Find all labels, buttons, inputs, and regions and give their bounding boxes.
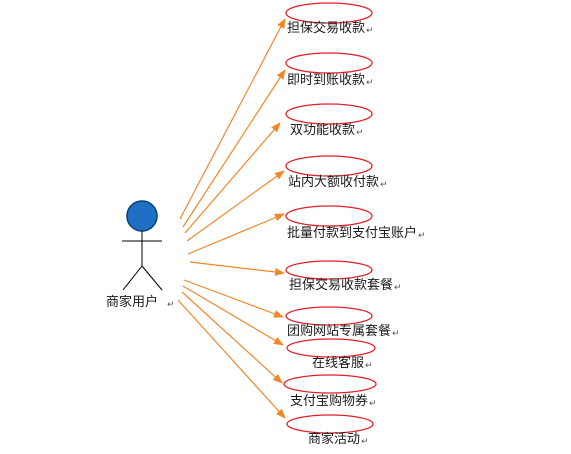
use-case: 团购网站专属套餐↵ (285, 306, 400, 339)
paragraph-mark: ↵ (394, 283, 402, 293)
use-case-ellipse (285, 2, 373, 24)
use-case: 担保交易收款↵ (285, 2, 374, 36)
actor-head (126, 200, 158, 232)
use-case-label: 担保交易收款 (287, 20, 365, 36)
use-case-label: 双功能收款 (290, 123, 355, 138)
use-case-ellipse (283, 374, 377, 394)
association-arrow (183, 279, 284, 318)
use-case: 双功能收款↵ (285, 103, 373, 138)
use-case-ellipse (285, 306, 373, 326)
paragraph-mark: ↵ (366, 78, 374, 88)
use-case-label: 团购网站专属套餐 (287, 323, 391, 339)
association-arrow (177, 299, 286, 419)
use-case: 担保交易收款套餐↵ (285, 260, 402, 293)
association-arrow (182, 285, 284, 346)
use-case-ellipse (286, 338, 376, 358)
association-arrow (182, 69, 286, 228)
use-case-label: 商家活动 (308, 431, 360, 447)
actor-paragraph-mark: ↵ (167, 300, 175, 310)
use-case-ellipse (286, 414, 374, 434)
use-case-ellipse (285, 155, 373, 177)
actor-right-leg (141, 265, 163, 291)
actor-left-leg (122, 265, 143, 291)
use-case-label: 站内大额收付款 (288, 174, 379, 190)
paragraph-mark: ↵ (366, 26, 374, 36)
paragraph-mark: ↵ (365, 361, 373, 371)
actor-label: 商家用户 (106, 294, 158, 310)
use-case-ellipse (285, 52, 373, 74)
use-case-ellipse (285, 205, 373, 227)
paragraph-mark: ↵ (380, 180, 388, 190)
use-case: 在线客服↵ (286, 338, 376, 371)
use-case: 批量付款到支付宝账户↵ (285, 205, 426, 241)
use-case-ellipse (285, 103, 373, 125)
use-case: 站内大额收付款↵ (285, 155, 388, 190)
use-case-ellipse (285, 260, 373, 280)
use-case-label: 担保交易收款套餐 (289, 277, 393, 293)
use-case-label: 在线客服 (312, 355, 364, 371)
use-case: 商家活动↵ (286, 414, 374, 447)
association-arrow (181, 291, 283, 384)
association-arrow (179, 18, 286, 220)
paragraph-mark: ↵ (356, 128, 364, 138)
use-case: 即时到账收款↵ (285, 52, 374, 88)
paragraph-mark: ↵ (361, 437, 369, 447)
paragraph-mark: ↵ (392, 329, 400, 339)
association-arrow (186, 170, 285, 242)
association-arrows (177, 18, 286, 419)
use-case-label: 即时到账收款 (287, 73, 365, 88)
use-case-label: 批量付款到支付宝账户 (287, 225, 417, 241)
association-arrow (187, 213, 285, 255)
association-arrow (184, 122, 281, 234)
actor: 商家用户 ↵ (106, 200, 175, 310)
paragraph-mark: ↵ (369, 399, 377, 409)
paragraph-mark: ↵ (418, 231, 426, 241)
association-arrow (189, 261, 285, 276)
use-case: 支付宝购物券↵ (283, 374, 377, 409)
use-cases: 担保交易收款↵即时到账收款↵双功能收款↵站内大额收付款↵批量付款到支付宝账户↵担… (283, 2, 426, 447)
use-case-label: 支付宝购物券 (290, 393, 368, 409)
